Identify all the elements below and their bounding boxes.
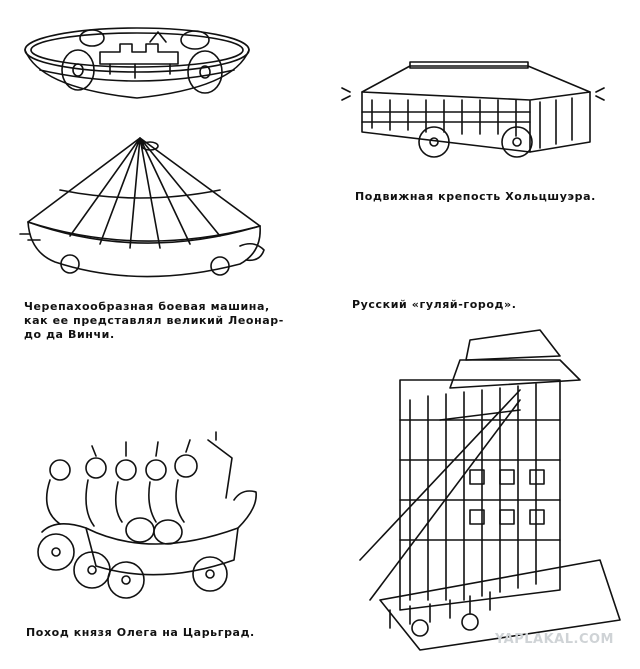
leonardo-tank-drawing — [19, 137, 265, 278]
holzschuher-fortress-drawing — [341, 61, 605, 158]
gulyai-gorod-tower-drawing — [359, 329, 621, 651]
caption-leonardo-line-2: как ее представлял великий Леонар- — [24, 314, 284, 327]
oleg-boat-drawing — [37, 431, 257, 599]
site-watermark: YAPLAKAL.COM — [495, 632, 614, 647]
caption-holzschuher-fortress: Подвижная крепость Хольцшуэра. — [355, 190, 596, 203]
caption-oleg-campaign: Поход князя Олега на Царьград. — [26, 626, 255, 639]
caption-leonardo-line-3: до да Винчи. — [24, 328, 115, 341]
leonardo-tank-interior-drawing — [24, 27, 250, 99]
caption-leonardo-line-1: Черепахообразная боевая машина, — [24, 300, 270, 313]
caption-leonardo-tank: Черепахообразная боевая машина, как ее п… — [24, 300, 284, 342]
caption-gulyai-gorod: Русский «гуляй-город». — [352, 298, 517, 311]
